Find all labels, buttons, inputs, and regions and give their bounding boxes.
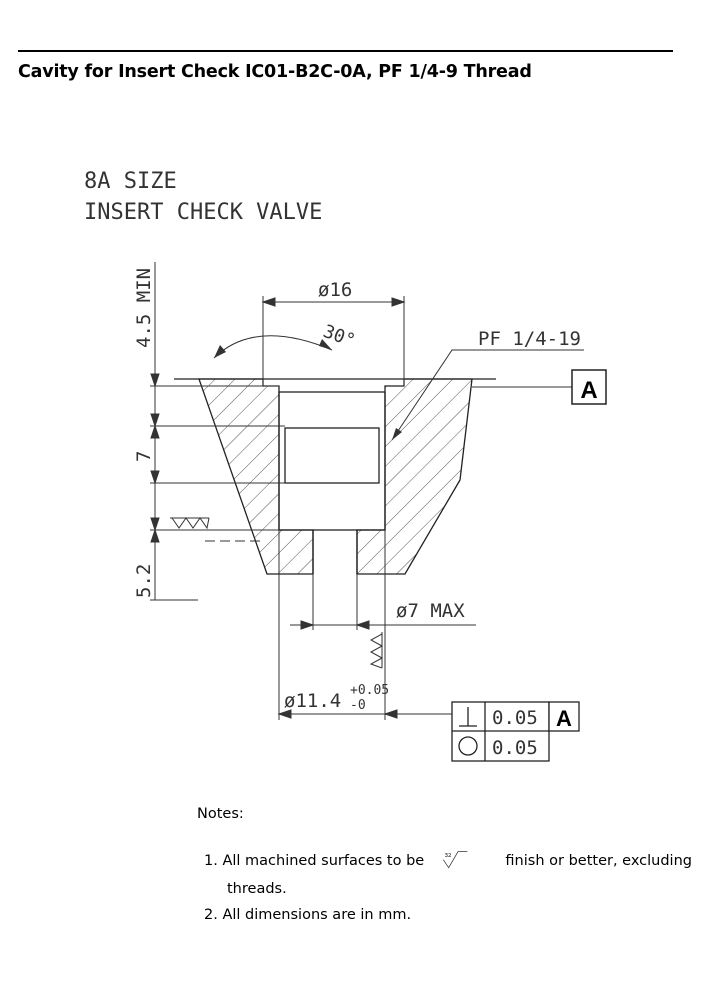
surface-finish-value: 32	[444, 853, 451, 859]
finish-mark-bottom	[369, 632, 384, 669]
tolerance-upper: +0.05	[350, 683, 389, 698]
body-section	[198, 378, 314, 575]
fcf-perp-datum: A	[556, 706, 572, 731]
thread-leader-arrow	[392, 428, 402, 440]
page-title: Cavity for Insert Check IC01-B2C-0A, PF …	[18, 62, 532, 82]
perpendicularity-icon	[459, 707, 477, 727]
thread-leader	[391, 349, 584, 441]
dim-bottom-depth-label: 5.2	[133, 564, 155, 598]
tolerance-lower: -0	[350, 698, 366, 713]
note-item-2: 2. All dimensions are in mm.	[204, 907, 412, 923]
cavity-drawing: 8A SIZE INSERT CHECK VALVE ø16 30° PF 1/…	[84, 169, 607, 762]
finish-mark-left	[170, 517, 210, 530]
dim-depth-min-label: 4.5 MIN	[133, 268, 155, 348]
dim-thread-depth-label: 7	[133, 451, 155, 462]
dim-vertical-group	[150, 262, 285, 601]
fcf-perp-value: 0.05	[492, 707, 538, 729]
dim-bore-diameter-label: ø11.4	[284, 690, 341, 712]
dim-small-diameter	[290, 574, 476, 630]
fcf-round-value: 0.05	[492, 737, 538, 759]
note-item-1-cont: threads.	[227, 881, 287, 897]
datum-label: A	[580, 377, 597, 404]
caption-valve: INSERT CHECK VALVE	[84, 200, 322, 225]
datum-box	[571, 369, 607, 405]
angle-arc	[213, 335, 333, 359]
surface-finish-icon: 32	[442, 851, 468, 869]
note-item-1-suffix: finish or better, excluding	[505, 853, 692, 869]
cavity-outline	[278, 391, 386, 574]
caption-size: 8A SIZE	[84, 169, 177, 194]
notes-heading: Notes:	[197, 806, 244, 822]
dim-top-diameter	[261, 296, 406, 386]
body-section-right	[356, 378, 473, 575]
dim-small-diameter-label: ø7 MAX	[396, 600, 465, 622]
dim-bore-diameter	[277, 530, 452, 720]
angle-arrow-left	[214, 345, 226, 358]
note-item-1: 1. All machined surfaces to be 32 finish…	[204, 849, 692, 869]
circularity-icon	[458, 736, 478, 756]
dim-thread-label: PF 1/4-19	[478, 328, 581, 350]
note-item-1-prefix: 1. All machined surfaces to be	[204, 853, 425, 869]
header-rule	[18, 50, 673, 52]
angle-arrow-right	[319, 339, 332, 350]
dim-top-diameter-label: ø16	[318, 279, 352, 301]
